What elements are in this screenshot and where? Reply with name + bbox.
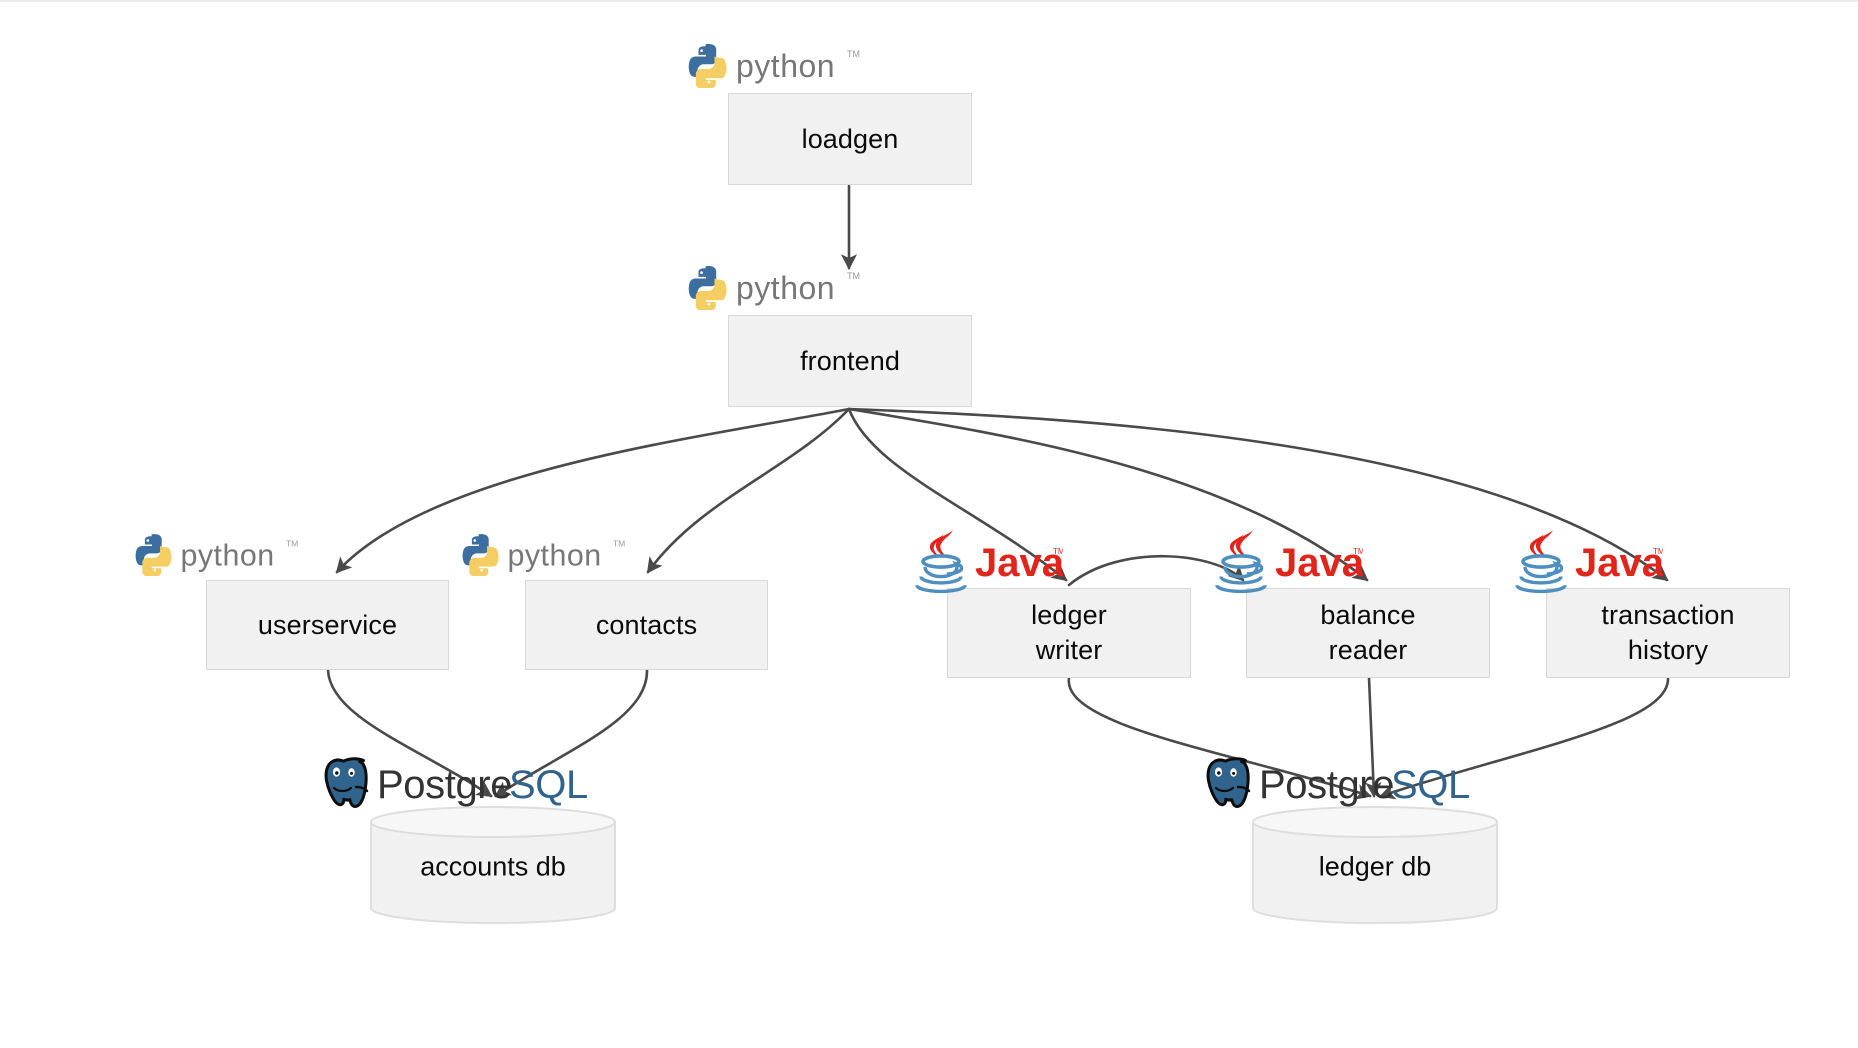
python-logo-frontend: python TM (686, 266, 886, 310)
postgresql-logo-ledgerdb: Postgre SQL (1202, 756, 1472, 812)
node-ledger-writer[interactable]: ledger writer (947, 588, 1191, 678)
python-logo-userservice: python TM (133, 534, 323, 576)
node-ledger-db[interactable]: ledger db (1251, 805, 1499, 925)
svg-text:TM: TM (286, 538, 298, 548)
python-logo-loadgen: python TM (686, 44, 886, 88)
svg-text:TM: TM (613, 538, 625, 548)
svg-text:Java: Java (1575, 541, 1663, 585)
node-contacts[interactable]: contacts (525, 580, 768, 670)
svg-text:python: python (736, 48, 835, 84)
edge-frontend-contacts (646, 407, 851, 574)
svg-text:Postgre: Postgre (1259, 763, 1394, 807)
svg-text:SQL: SQL (509, 763, 588, 807)
node-userservice[interactable]: userservice (206, 580, 449, 670)
svg-text:SQL: SQL (1391, 763, 1470, 807)
svg-text:TM: TM (1353, 547, 1363, 556)
svg-text:TM: TM (847, 271, 860, 281)
svg-text:python: python (181, 538, 275, 572)
node-loadgen[interactable]: loadgen (728, 93, 972, 185)
cylinder-shape-accounts-db (370, 806, 616, 924)
svg-text:TM: TM (847, 49, 860, 59)
node-transaction-history[interactable]: transaction history (1546, 588, 1790, 678)
svg-text:python: python (736, 270, 835, 306)
svg-text:TM: TM (1053, 547, 1063, 556)
svg-text:python: python (508, 538, 602, 572)
python-logo-contacts: python TM (460, 534, 650, 576)
ledger-db-label: ledger db (1318, 851, 1432, 882)
node-accounts-db[interactable]: accounts db (369, 805, 617, 925)
postgresql-logo-accountsdb: Postgre SQL (320, 756, 590, 812)
accounts-db-label: accounts db (420, 851, 566, 882)
top-divider (0, 0, 1858, 2)
java-logo-balancereader: Java TM (1203, 530, 1363, 598)
svg-text:TM: TM (1653, 547, 1663, 556)
java-logo-ledgerwriter: Java TM (903, 530, 1063, 598)
node-balance-reader[interactable]: balance reader (1246, 588, 1490, 678)
svg-text:Java: Java (1275, 541, 1363, 585)
svg-text:Java: Java (975, 541, 1063, 585)
cylinder-shape-ledger-db (1252, 806, 1498, 924)
node-frontend[interactable]: frontend (728, 315, 972, 407)
svg-text:Postgre: Postgre (377, 763, 512, 807)
java-logo-transactionhistory: Java TM (1503, 530, 1663, 598)
